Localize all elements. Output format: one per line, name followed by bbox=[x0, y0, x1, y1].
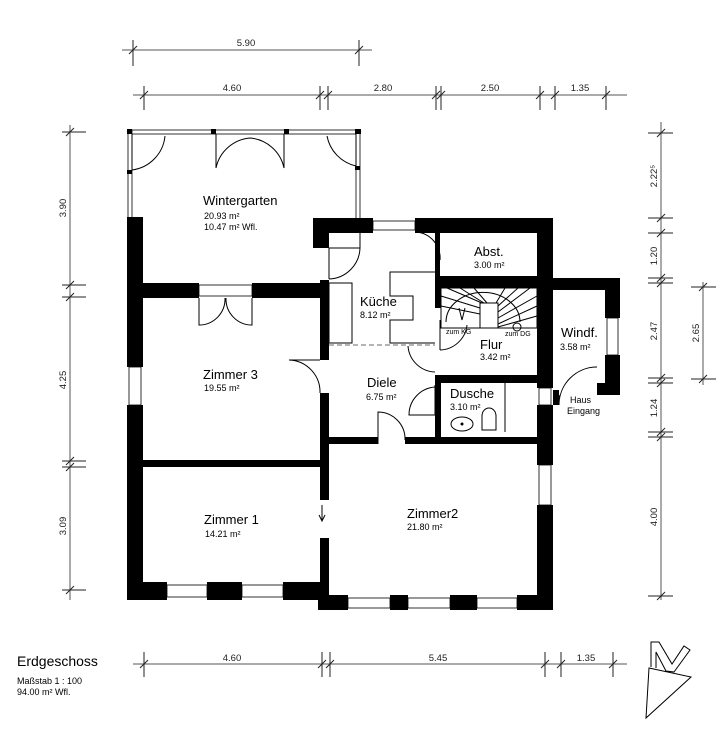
dim-label: 5.45 bbox=[429, 653, 448, 664]
room-area: 19.55 m² bbox=[204, 383, 240, 393]
room-living-area: 10.47 m² Wfl. bbox=[204, 222, 258, 232]
entrance-label: Haus bbox=[570, 395, 592, 405]
staircase bbox=[440, 287, 538, 332]
dim-label: 2.47 bbox=[649, 322, 660, 341]
north-arrow-icon bbox=[645, 641, 693, 720]
room-area: 8.12 m² bbox=[360, 310, 391, 320]
room-name: Abst. bbox=[474, 244, 504, 259]
dim-label: 2.65 bbox=[691, 324, 702, 343]
doors bbox=[198, 231, 598, 523]
room-area: 14.21 m² bbox=[205, 529, 241, 539]
dim-label: 1.35 bbox=[577, 653, 596, 664]
stair-label-up: zum DG bbox=[505, 331, 531, 338]
stair-label-down: zum KG bbox=[446, 329, 471, 336]
bathroom-fixtures bbox=[450, 383, 506, 432]
room-kueche: Küche 8.12 m² bbox=[360, 294, 397, 320]
room-zimmer2: Zimmer2 21.80 m² bbox=[407, 506, 458, 532]
room-name: Diele bbox=[367, 375, 397, 390]
room-wintergarten: Wintergarten 20.93 m² 10.47 m² Wfl. bbox=[203, 193, 277, 232]
dim-label: 3.90 bbox=[58, 199, 69, 218]
room-name: Dusche bbox=[450, 386, 494, 401]
dimension-top-upper: 5.90 bbox=[122, 38, 372, 66]
windows bbox=[128, 220, 619, 609]
walls bbox=[127, 217, 620, 610]
wintergarten-frame bbox=[127, 129, 361, 221]
room-area: 3.42 m² bbox=[480, 352, 511, 362]
dim-label: 1.35 bbox=[571, 83, 590, 94]
dim-label: 1.24 bbox=[649, 399, 660, 418]
room-zimmer1: Zimmer 1 14.21 m² bbox=[204, 512, 259, 539]
plan-title: Erdgeschoss bbox=[17, 653, 98, 669]
room-name: Zimmer 1 bbox=[204, 512, 259, 527]
dim-label: 4.60 bbox=[223, 83, 242, 94]
room-windf: Windf. 3.58 m² Haus Eingang bbox=[560, 325, 600, 416]
kitchen-fixtures bbox=[328, 271, 435, 346]
room-dusche: Dusche 3.10 m² bbox=[450, 386, 494, 412]
room-name: Windf. bbox=[561, 325, 598, 340]
room-area: 6.75 m² bbox=[366, 392, 397, 402]
room-abst: Abst. 3.00 m² bbox=[474, 244, 505, 270]
dim-label: 3.09 bbox=[58, 517, 69, 536]
dim-label: 4.00 bbox=[649, 508, 660, 527]
room-area: 3.00 m² bbox=[474, 260, 505, 270]
dim-label: 5.90 bbox=[237, 38, 256, 49]
plan-info: Erdgeschoss Maßstab 1 : 100 94.00 m² Wfl… bbox=[17, 653, 98, 697]
dim-label: 1.20 bbox=[649, 247, 660, 266]
dim-label: 4.25 bbox=[58, 371, 69, 390]
plan-scale: Maßstab 1 : 100 bbox=[17, 676, 82, 686]
dimension-top-lower: 4.60 2.80 2.50 1.35 bbox=[133, 83, 627, 110]
room-diele: Diele 6.75 m² bbox=[366, 375, 397, 402]
dim-label: 2.50 bbox=[481, 83, 500, 94]
dimension-right: 2.22⁵ 1.20 2.47 1.24 4.00 2.65 bbox=[648, 122, 716, 601]
entrance-label: Eingang bbox=[567, 406, 600, 416]
room-name: Zimmer 3 bbox=[203, 367, 258, 382]
room-name: Flur bbox=[480, 337, 503, 352]
dim-label: 2.22⁵ bbox=[649, 165, 660, 187]
dimension-left: 3.90 4.25 3.09 bbox=[58, 125, 86, 600]
room-area: 3.58 m² bbox=[560, 342, 591, 352]
dim-label: 4.60 bbox=[223, 653, 242, 664]
dim-label: 2.80 bbox=[374, 83, 393, 94]
plan-living-area: 94.00 m² Wfl. bbox=[17, 687, 71, 697]
room-area: 3.10 m² bbox=[450, 402, 481, 412]
room-zimmer3: Zimmer 3 19.55 m² bbox=[203, 367, 258, 393]
room-flur: Flur 3.42 m² zum KG zum DG bbox=[446, 329, 531, 362]
room-area: 21.80 m² bbox=[407, 522, 443, 532]
room-name: Küche bbox=[360, 294, 397, 309]
room-name: Zimmer2 bbox=[407, 506, 458, 521]
room-name: Wintergarten bbox=[203, 193, 277, 208]
room-area: 20.93 m² bbox=[204, 211, 240, 221]
dimension-bottom: 4.60 5.45 1.35 bbox=[133, 652, 627, 677]
